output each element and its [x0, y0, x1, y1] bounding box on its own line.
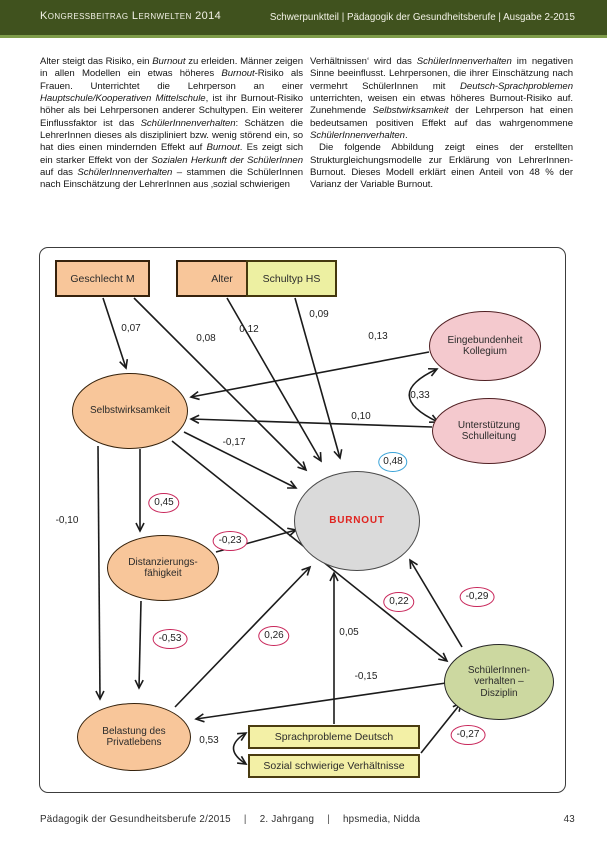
coefficient-schuelerinnenverhalten-disziplin--burnout: -0,29 [459, 587, 495, 607]
node-eingebundenheit-kollegium: Eingebundenheit Kollegium [429, 311, 541, 381]
node-distanzierungsfaehigkeit: Distanzierungs- fähigkeit [107, 535, 219, 601]
coefficient-belastung-privatleben--burnout: 0,26 [258, 626, 290, 646]
node-unterstuetzung-schulleitung: Unterstützung Schulleitung [432, 398, 546, 464]
header-section-title: Kongressbeitrag Lernwelten 2014 [40, 10, 222, 22]
coefficient-selbstwirksamkeit--schuelerinnenverhalten-disziplin: 0,22 [383, 592, 415, 612]
coefficient-distanzierungsfaehigkeit--belastung-privatleben: -0,53 [152, 629, 188, 649]
coefficient-selbstwirksamkeit--burnout: -0,17 [222, 437, 246, 448]
footer-separator: | [327, 814, 330, 825]
node-sprachprobleme-deutsch: Sprachprobleme Deutsch [248, 725, 420, 749]
coefficient-eingebundenheit-kollegium--selbstwirksamkeit: 0,13 [368, 331, 388, 342]
intro-left-column: Alter steigt das Risiko, ein Burnout zu … [40, 56, 303, 192]
coefficient-sprachprobleme-deutsch--burnout: 0,05 [339, 627, 359, 638]
intro-right-column: Verhältnissen‘ wird das SchülerInnenverh… [310, 56, 573, 192]
page-header-bar: Kongressbeitrag Lernwelten 2014 Schwerpu… [0, 0, 607, 38]
coefficient-distanzierungsfaehigkeit--burnout: -0,23 [212, 531, 248, 551]
coefficient-selbstwirksamkeit--belastung-privatleben: -0,10 [55, 515, 79, 526]
page-number: 43 [563, 814, 575, 825]
footer-separator: | [243, 814, 247, 825]
coefficient-schultyp-hs--burnout: 0,09 [309, 309, 329, 320]
coefficient-sprachprobleme-deutsch--sozial-schwierige-verhaeltnisse: 0,53 [199, 735, 219, 746]
header-issue-info: Schwerpunktteil | Pädagogik der Gesundhe… [269, 12, 575, 23]
node-schuelerinnenverhalten-disziplin: SchülerInnen- verhalten – Disziplin [444, 644, 554, 720]
coefficient-selbstwirksamkeit--distanzierungsfaehigkeit: 0,45 [148, 493, 180, 513]
node-geschlecht-m: Geschlecht M [55, 260, 150, 297]
header-accent-strip [0, 35, 607, 38]
intro-right-paragraph-2: Die folgende Abbildung zeigt eines der e… [310, 142, 573, 191]
footer-journal-info: Pädagogik der Gesundheitsberufe 2/2015 | 2… [40, 814, 420, 825]
footer-part: hpsmedia, Nidda [342, 814, 421, 825]
footer-part: Pädagogik der Gesundheitsberufe 2/2015 [40, 814, 231, 825]
coefficient-unterstuetzung-schulleitung--selbstwirksamkeit: 0,10 [351, 411, 371, 422]
node-sozial-schwierige-verhaeltnisse: Sozial schwierige Verhältnisse [248, 754, 420, 778]
node-belastung-privatleben: Belastung des Privatlebens [77, 703, 191, 771]
variance-explained-burnout: 0,48 [378, 452, 408, 472]
intro-left-paragraph: Alter steigt das Risiko, ein Burnout zu … [40, 56, 303, 191]
node-burnout: BURNOUT [294, 471, 420, 571]
coefficient-schuelerinnenverhalten-disziplin--belastung-privatleben: -0,15 [354, 671, 378, 682]
footer-part: 2. Jahrgang [259, 814, 315, 825]
coefficient-geschlecht-m--selbstwirksamkeit: 0,07 [121, 323, 141, 334]
node-schultyp-hs: Schultyp HS [246, 260, 337, 297]
coefficient-alter--burnout: 0,12 [239, 324, 259, 335]
node-selbstwirksamkeit: Selbstwirksamkeit [72, 373, 188, 449]
coefficient-geschlecht-m--burnout: 0,08 [196, 333, 216, 344]
page-footer: Pädagogik der Gesundheitsberufe 2/2015 | 2… [40, 814, 575, 825]
coefficient-eingebundenheit-kollegium--unterstuetzung-schulleitung: 0,33 [410, 390, 430, 401]
intro-right-paragraph-1: Verhältnissen‘ wird das SchülerInnenverh… [310, 56, 574, 142]
coefficient-sozial-schwierige-verhaeltnisse--schuelerinnenverhalten-disziplin: -0,27 [450, 725, 486, 745]
